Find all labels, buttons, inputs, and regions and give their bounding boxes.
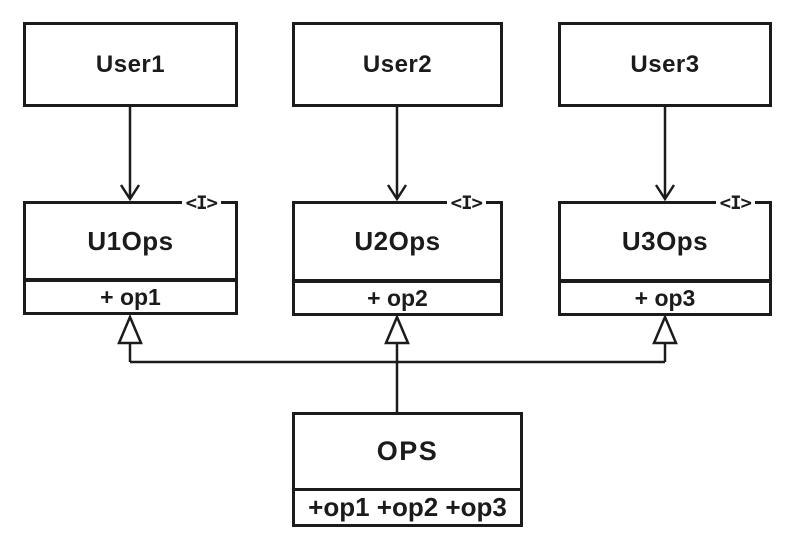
- arrowhead-user3-icon: [654, 184, 676, 202]
- interface-box-u3ops: <I> U3Ops + op3: [558, 190, 772, 316]
- class-name: OPS: [376, 436, 439, 466]
- realization-triangle-u2ops-icon: [384, 313, 410, 345]
- operations-compartment: + op3: [561, 279, 769, 313]
- interface-box-u1ops: <I> U1Ops + op1: [23, 190, 238, 315]
- realization-triangle-u1ops-icon: [117, 313, 143, 345]
- class-box-user1: User1: [23, 22, 238, 107]
- class-box-ops: OPS +op1 +op2 +op3: [292, 412, 523, 527]
- class-box-user2: User2: [292, 22, 503, 107]
- class-name: User1: [95, 50, 166, 78]
- arrowhead-user2-icon: [386, 184, 408, 202]
- interface-stereotype-badge: <I>: [715, 190, 755, 216]
- class-name: User3: [630, 50, 700, 78]
- interface-box-u2ops: <I> U2Ops + op2: [292, 190, 503, 316]
- interface-stereotype-badge: <I>: [181, 190, 221, 216]
- interface-name: U2Ops: [354, 226, 441, 256]
- realization-triangle-u3ops-icon: [652, 313, 678, 345]
- interface-name: U1Ops: [87, 225, 174, 256]
- class-name: User2: [362, 50, 433, 78]
- interface-stereotype-badge: <I>: [446, 190, 486, 216]
- operations-compartment: +op1 +op2 +op3: [295, 488, 520, 524]
- class-box-user3: User3: [558, 22, 772, 107]
- operations-compartment: + op1: [26, 278, 235, 312]
- interface-name: U3Ops: [621, 226, 709, 256]
- arrowhead-user1-icon: [119, 184, 141, 202]
- operations-compartment: + op2: [295, 279, 500, 313]
